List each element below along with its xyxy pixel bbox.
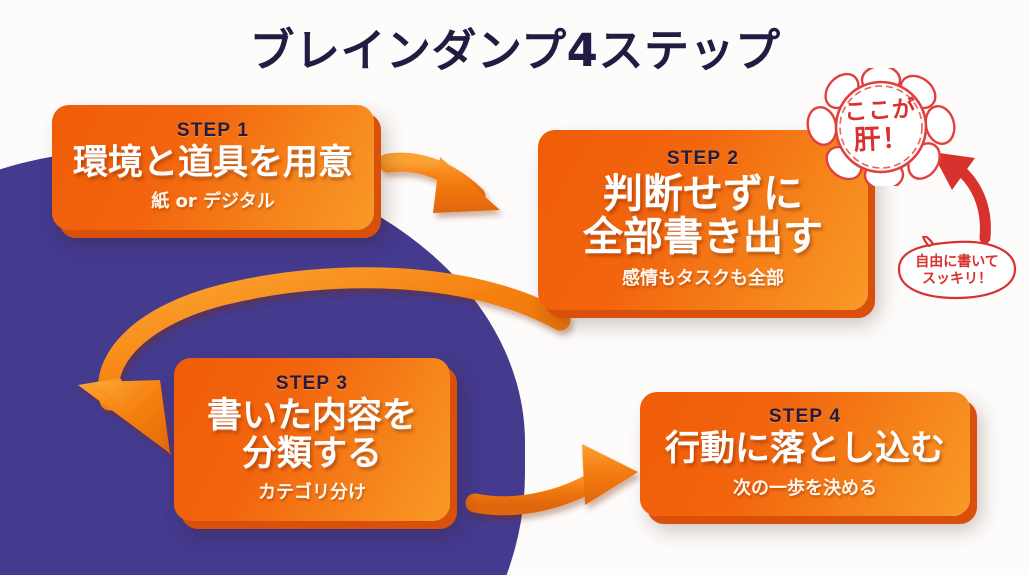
step-4-title: 行動に落とし込む bbox=[664, 429, 945, 470]
free-writing-speech-bubble: 自由に書いて スッキリ！ bbox=[893, 234, 1021, 302]
step-2-title: 判断せずに 全部書き出す bbox=[583, 170, 823, 260]
arrow-step1-to-step2 bbox=[378, 152, 500, 213]
step-2-label: STEP 2 bbox=[666, 147, 740, 169]
step-card-1[interactable]: STEP 1 環境と道具を用意 紙 or デジタル bbox=[52, 105, 374, 230]
badge-line-2: 肝！ bbox=[852, 122, 911, 157]
badge-text: ここが 肝！ bbox=[803, 64, 959, 190]
key-point-badge: ここが 肝！ bbox=[806, 64, 956, 191]
step-card-3[interactable]: STEP 3 書いた内容を 分類する カテゴリ分け bbox=[174, 358, 450, 521]
step-4-label: STEP 4 bbox=[768, 406, 842, 428]
step-card-2[interactable]: STEP 2 判断せずに 全部書き出す 感情もタスクも全部 bbox=[538, 130, 868, 310]
step-1-title: 環境と道具を用意 bbox=[72, 142, 353, 183]
step-3-label: STEP 3 bbox=[275, 372, 349, 394]
bubble-text: 自由に書いて スッキリ！ bbox=[893, 240, 1021, 302]
step-2-subtitle: 感情もタスクも全部 bbox=[622, 268, 784, 290]
bubble-line-2: スッキリ！ bbox=[922, 271, 992, 287]
step-3-subtitle: カテゴリ分け bbox=[258, 482, 366, 504]
step-card-4[interactable]: STEP 4 行動に落とし込む 次の一歩を決める bbox=[640, 392, 970, 516]
step-4-subtitle: 次の一歩を決める bbox=[733, 477, 877, 499]
step-3-title: 書いた内容を 分類する bbox=[206, 395, 417, 474]
speech-bubble-icon bbox=[897, 234, 1017, 300]
bubble-line-1: 自由に書いて bbox=[915, 253, 999, 270]
flower-badge-icon bbox=[806, 64, 956, 191]
step-1-subtitle: 紙 or デジタル bbox=[151, 191, 275, 213]
step-1-label: STEP 1 bbox=[176, 119, 250, 141]
page-title: ブレインダンプ4ステップ bbox=[249, 24, 781, 77]
